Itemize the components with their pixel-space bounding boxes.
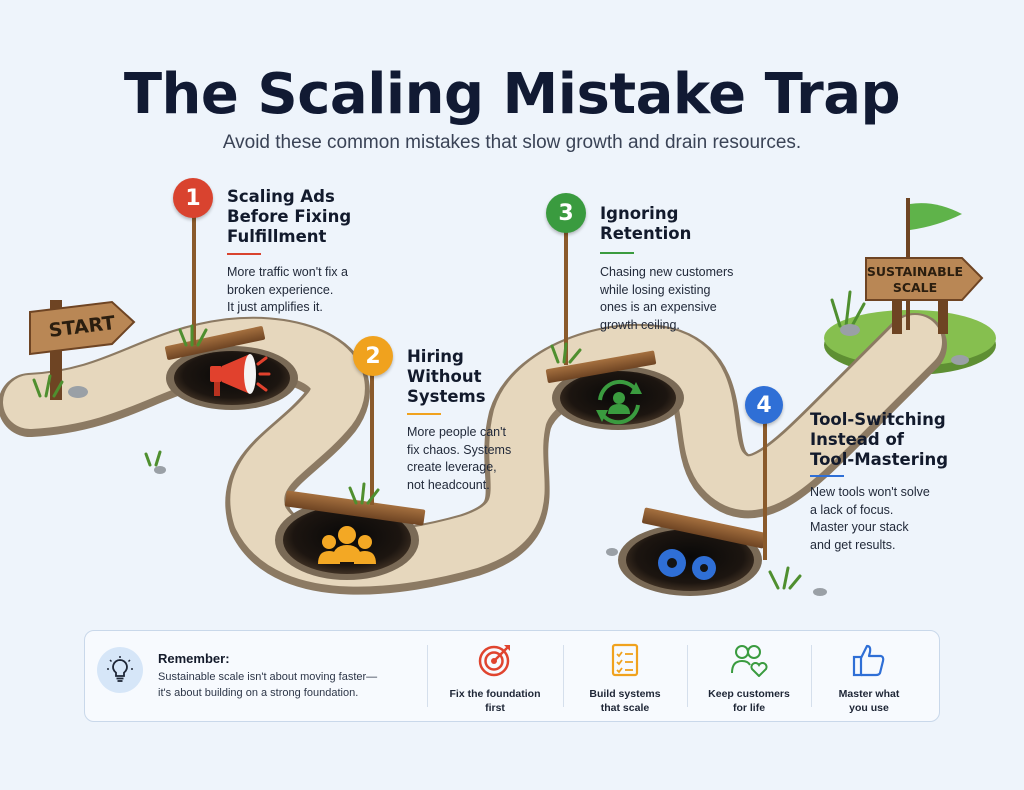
step-3-number: 3 — [546, 193, 586, 233]
step-3-title: Ignoring Retention — [600, 204, 692, 243]
remember-text: Sustainable scale isn't about moving fas… — [158, 671, 378, 699]
step-3-rule — [600, 252, 634, 254]
step-3-description: Chasing new customers while losing exist… — [600, 265, 734, 332]
remember-panel: Remember: Sustainable scale isn't about … — [84, 630, 940, 722]
step-2-description: More people can't fix chaos. Systems cre… — [407, 425, 512, 492]
divider — [811, 645, 812, 707]
divider — [563, 645, 564, 707]
retention-cycle-icon — [596, 379, 642, 425]
step-4-description: New tools won't solve a lack of focus. M… — [810, 485, 930, 552]
path-illustration — [0, 198, 996, 596]
step-1-number: 1 — [173, 178, 213, 218]
step-4-title: Tool-Switching Instead of Tool-Mastering — [810, 410, 949, 469]
target-icon — [478, 645, 510, 677]
pit-4 — [618, 507, 766, 596]
gears-icon — [658, 549, 716, 580]
step-1-rule — [227, 253, 261, 255]
pit-2 — [275, 490, 426, 580]
step-1-title: Scaling Ads Before Fixing Fulfillment — [227, 187, 352, 246]
divider — [687, 645, 688, 707]
winding-path — [0, 313, 947, 595]
lightbulb-icon — [97, 647, 143, 693]
end-sign — [865, 198, 984, 334]
step-4-rule — [810, 475, 844, 477]
megaphone-icon — [210, 354, 271, 396]
grass-tufts — [32, 290, 866, 590]
page-subtitle: Avoid these common mistakes that slow gr… — [222, 132, 802, 153]
customers-heart-icon — [731, 645, 768, 677]
step-2-rule — [407, 413, 441, 415]
remember-title: Remember: — [158, 651, 230, 666]
pit-3 — [545, 350, 684, 430]
end-sign-label: SUSTAINABLE SCALE — [866, 264, 964, 295]
step-2-number: 2 — [353, 336, 393, 376]
step-4-number: 4 — [745, 386, 783, 424]
pit-1 — [165, 326, 298, 410]
team-icon — [318, 526, 376, 564]
rocks — [68, 324, 969, 596]
thumbs-up-icon — [852, 644, 885, 677]
divider — [427, 645, 428, 707]
page-title: The Scaling Mistake Trap — [123, 62, 901, 127]
checklist-icon — [611, 643, 639, 677]
step-1-description: More traffic won't fix a broken experien… — [227, 265, 348, 314]
start-sign — [29, 300, 136, 400]
step-2-title: Hiring Without Systems — [407, 347, 486, 406]
